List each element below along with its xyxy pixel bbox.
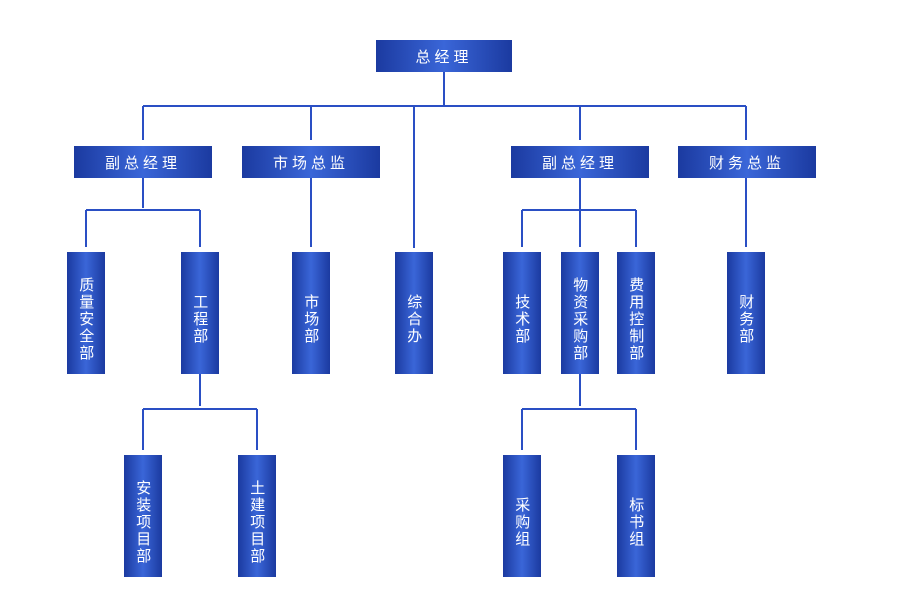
node-technical-dept: 技术部: [503, 252, 541, 374]
node-label: 总经理: [415, 47, 473, 66]
node-deputy-gm-right: 副总经理: [511, 146, 649, 178]
node-label: 财务总监: [708, 153, 785, 172]
node-label: 标书组: [627, 496, 646, 548]
node-label: 工程部: [191, 293, 210, 345]
node-general-manager: 总经理: [376, 40, 512, 72]
node-marketing-dept: 市场部: [292, 252, 330, 374]
node-label: 综合办: [405, 293, 424, 345]
node-tender-group: 标书组: [617, 455, 655, 577]
node-market-director: 市场总监: [242, 146, 380, 178]
node-label: 副总经理: [541, 153, 618, 172]
node-label: 安装项目部: [134, 479, 153, 565]
node-cost-control-dept: 费用控制部: [617, 252, 655, 374]
node-label: 技术部: [513, 293, 532, 345]
node-label: 采购组: [513, 496, 532, 548]
node-deputy-gm-left: 副总经理: [74, 146, 212, 178]
node-civil-project-dept: 土建项目部: [238, 455, 276, 577]
node-finance-dept: 财务部: [727, 252, 765, 374]
node-procurement-dept: 物资采购部: [561, 252, 599, 374]
node-purchasing-group: 采购组: [503, 455, 541, 577]
node-general-office: 综合办: [395, 252, 433, 374]
node-engineering-dept: 工程部: [181, 252, 219, 374]
node-label: 市场总监: [272, 153, 349, 172]
node-quality-safety-dept: 质量安全部: [67, 252, 105, 374]
node-finance-director: 财务总监: [678, 146, 816, 178]
node-label: 财务部: [737, 293, 756, 345]
node-label: 土建项目部: [248, 479, 267, 565]
node-label: 副总经理: [104, 153, 181, 172]
node-label: 质量安全部: [77, 276, 96, 362]
node-label: 物资采购部: [571, 276, 590, 362]
node-label: 市场部: [302, 293, 321, 345]
node-install-project-dept: 安装项目部: [124, 455, 162, 577]
node-label: 费用控制部: [627, 276, 646, 362]
